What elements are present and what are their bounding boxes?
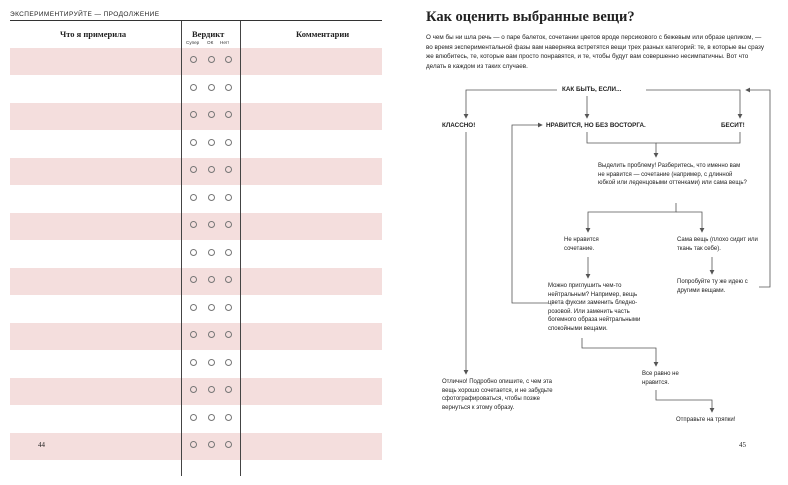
verdict-circles: [190, 441, 232, 448]
intro-paragraph: О чем бы ни шла речь — о паре балеток, с…: [426, 34, 764, 70]
right-page: Как оценить выбранные вещи? О чем бы ни …: [394, 0, 788, 485]
verdict-circles: [190, 276, 232, 283]
flow-start: КАК БЫТЬ, ЕСЛИ...: [562, 86, 622, 93]
column-verdict: Вердикт: [192, 29, 225, 39]
page-number-left: 44: [38, 441, 45, 449]
verdict-circle[interactable]: [207, 138, 215, 146]
column-tried: Что я примерила: [60, 29, 127, 39]
verdict-ok: ОК: [207, 40, 214, 45]
verdict-circles: [190, 358, 232, 366]
verdict-circle[interactable]: [207, 441, 215, 448]
verdict-circle[interactable]: [207, 83, 215, 91]
connector-lines: [463, 87, 771, 413]
left-page: ЭКСПЕРИМЕНТИРУЙТЕ — ПРОДОЛЖЕНИЕ Что я пр…: [10, 11, 382, 476]
verdict-circles: [190, 193, 232, 201]
verdict-circle[interactable]: [207, 413, 215, 421]
verdict-circle[interactable]: [225, 248, 232, 256]
verdict-circles: [190, 166, 232, 173]
verdict-circle[interactable]: [225, 358, 232, 366]
verdict-circle[interactable]: [207, 276, 215, 283]
page-title: Как оценить выбранные вещи?: [426, 9, 635, 25]
verdict-circle[interactable]: [190, 221, 197, 228]
verdict-circles: [190, 221, 232, 228]
flow-try-other: Попробуйте ту же идею с другими вещами.: [677, 279, 748, 294]
verdict-circle[interactable]: [207, 248, 215, 256]
page-number-right: 45: [739, 441, 746, 449]
verdict-circle[interactable]: [190, 166, 197, 173]
verdict-circles: [190, 138, 232, 146]
column-comments: Комментарии: [296, 29, 350, 39]
verdict-super: Супер: [186, 40, 200, 45]
verdict-circle[interactable]: [190, 138, 197, 146]
verdict-circles: [190, 83, 232, 91]
verdict-circle[interactable]: [225, 221, 232, 228]
verdict-circle[interactable]: [225, 413, 232, 421]
verdict-circle[interactable]: [190, 248, 197, 256]
verdict-circle[interactable]: [225, 441, 232, 448]
verdict-circle[interactable]: [190, 193, 197, 201]
verdict-circle[interactable]: [225, 166, 232, 173]
verdict-circle[interactable]: [190, 413, 197, 421]
flowchart-arrows: [463, 87, 771, 413]
verdict-circles: [190, 331, 232, 338]
verdict-circle[interactable]: [225, 386, 232, 393]
verdict-circle[interactable]: [190, 358, 197, 366]
flow-great-action: Отлично! Подробно опишите, с чем эта вещ…: [442, 379, 553, 411]
verdict-circle[interactable]: [207, 193, 215, 201]
verdict-circle[interactable]: [190, 441, 197, 448]
verdict-circle[interactable]: [207, 303, 215, 311]
verdict-circle[interactable]: [207, 358, 215, 366]
verdict-circles: [190, 386, 232, 393]
verdict-circle[interactable]: [225, 111, 232, 118]
verdict-circle[interactable]: [225, 331, 232, 338]
flow-great: КЛАССНО!: [442, 122, 476, 129]
verdict-circle[interactable]: [190, 111, 197, 118]
flow-hate: БЕСИТ!: [721, 122, 745, 129]
verdict-circles: [190, 413, 232, 421]
flow-still: Все равно не нравится.: [642, 371, 679, 386]
verdict-circle[interactable]: [225, 138, 232, 146]
verdict-circle[interactable]: [225, 56, 232, 63]
verdict-circle[interactable]: [225, 83, 232, 91]
column-divider-left: [181, 21, 182, 476]
flow-combo: Не нравится сочетание.: [564, 237, 599, 252]
verdict-circle[interactable]: [207, 221, 215, 228]
verdict-circle[interactable]: [207, 111, 215, 118]
verdict-circles: [190, 111, 232, 118]
verdict-circles: [190, 248, 232, 256]
verdict-circle[interactable]: [207, 56, 215, 63]
verdict-circle[interactable]: [190, 303, 197, 311]
verdict-circle[interactable]: [207, 331, 215, 338]
verdict-circle[interactable]: [207, 386, 215, 393]
verdict-circles: [190, 303, 232, 311]
flow-rags: Отправьте на тряпки!: [676, 417, 736, 423]
verdict-circles: [190, 56, 232, 63]
flow-item: Сама вещь (плохо сидит или ткань так себ…: [677, 237, 758, 252]
top-rule: [10, 20, 382, 21]
verdict-circle[interactable]: [190, 276, 197, 283]
verdict-circle[interactable]: [190, 331, 197, 338]
verdict-circle[interactable]: [225, 193, 232, 201]
section-label: ЭКСПЕРИМЕНТИРУЙТЕ — ПРОДОЛЖЕНИЕ: [10, 11, 160, 18]
verdict-circle[interactable]: [207, 166, 215, 173]
flow-neutral: Можно приглушить чем-то нейтральным? Нап…: [548, 283, 641, 332]
verdict-no: Нет!: [220, 40, 230, 45]
flow-like: НРАВИТСЯ, НО БЕЗ ВОСТОРГА.: [546, 122, 646, 129]
verdict-circle[interactable]: [225, 303, 232, 311]
verdict-circle[interactable]: [190, 386, 197, 393]
verdict-circle[interactable]: [190, 83, 197, 91]
flow-identify: Выделить проблему! Разберитесь, что имен…: [598, 163, 747, 187]
verdict-circle[interactable]: [190, 56, 197, 63]
verdict-circle[interactable]: [225, 276, 232, 283]
column-divider-right: [240, 21, 241, 476]
